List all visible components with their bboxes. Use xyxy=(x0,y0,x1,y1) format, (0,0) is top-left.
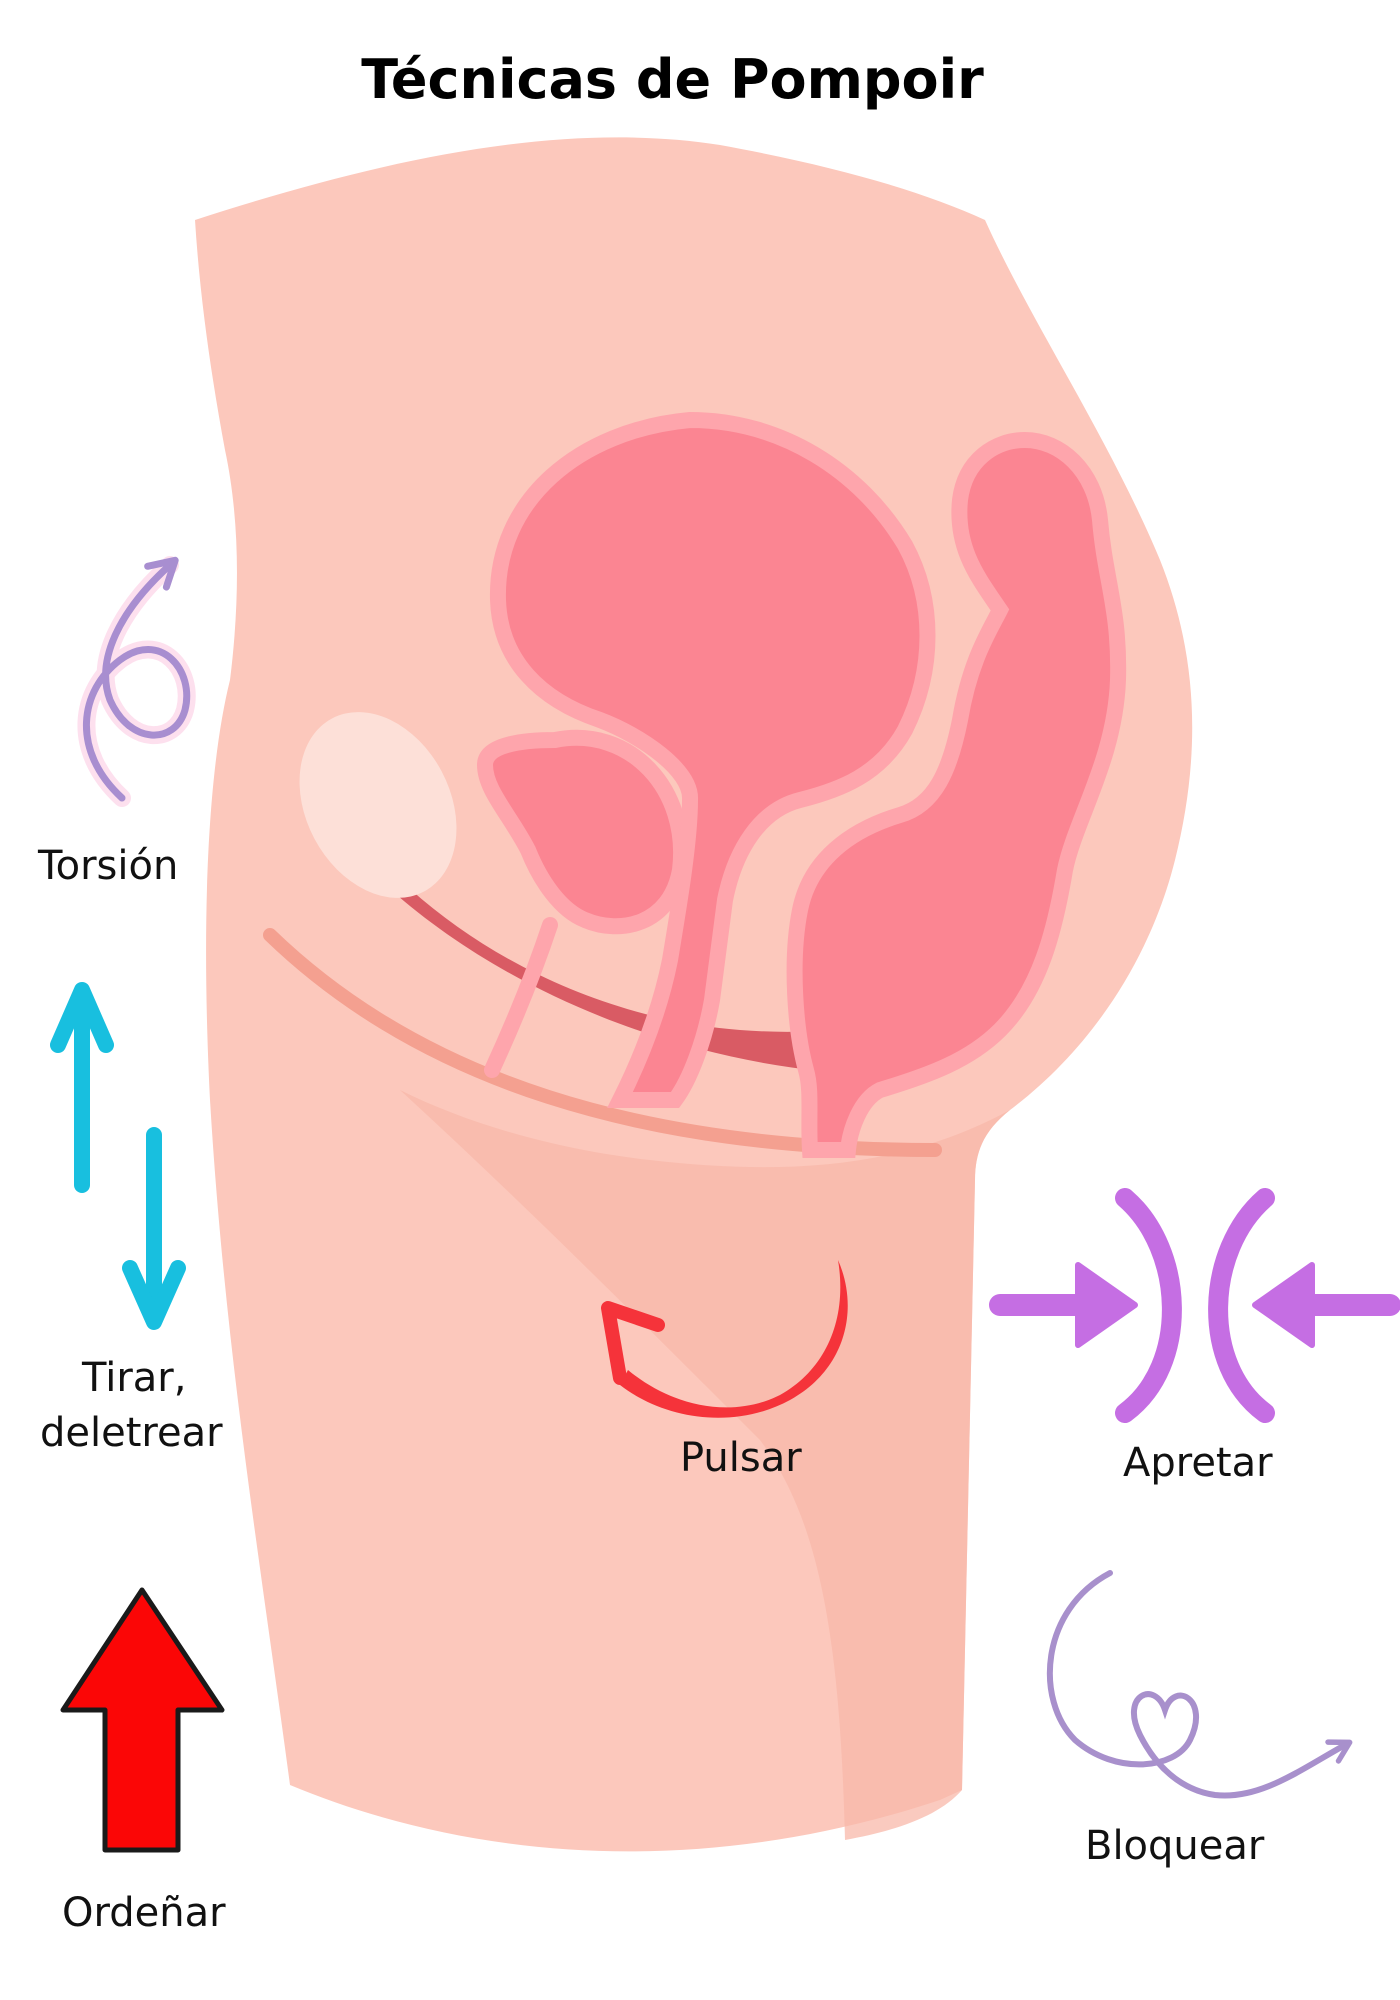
label-ordenar: Ordeñar xyxy=(62,1890,226,1936)
uterus xyxy=(489,411,936,1108)
label-bloquear: Bloquear xyxy=(1085,1823,1265,1869)
big-up-arrow-icon xyxy=(60,1587,225,1853)
pubic-bone xyxy=(299,712,457,898)
label-torsion: Torsión xyxy=(38,843,179,889)
spiral-arrow-icon xyxy=(77,556,196,807)
label-apretar: Apretar xyxy=(1123,1440,1273,1486)
page-title: Técnicas de Pompoir xyxy=(361,48,984,111)
pelvic-organs xyxy=(263,411,1127,1158)
up-down-arrows-icon xyxy=(50,982,186,1330)
thigh-shadow xyxy=(400,1090,1010,1840)
rectum xyxy=(786,431,1127,1158)
heart-loop-arrow-icon xyxy=(1047,1570,1353,1799)
squeeze-arrows-icon xyxy=(989,1188,1400,1423)
urethra xyxy=(484,917,558,1078)
label-tirar-line1: Tirar, xyxy=(82,1355,187,1401)
label-tirar-line2: deletrear xyxy=(40,1410,223,1456)
label-pulsar: Pulsar xyxy=(680,1435,802,1481)
curved-arrow-icon xyxy=(601,1260,848,1418)
bladder xyxy=(476,729,690,935)
